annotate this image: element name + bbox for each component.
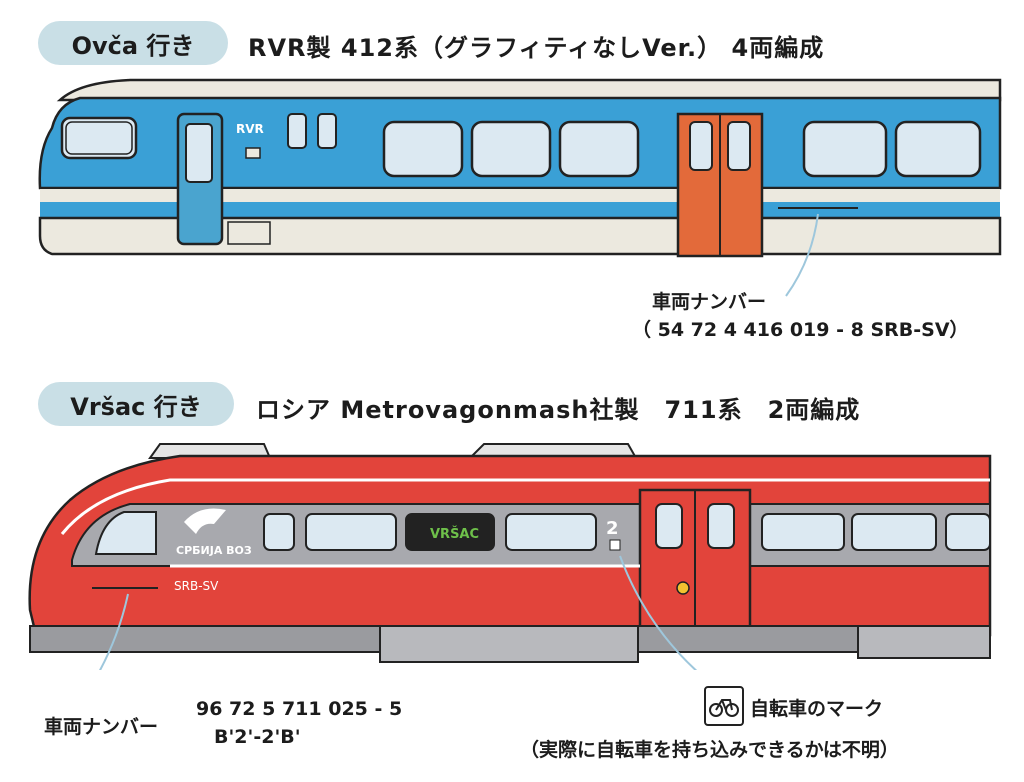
train-711-illustration: СРБИЈА ВОЗ VRŠAC 2 SRB-SV: [28, 443, 992, 670]
operator-name: СРБИЈА ВОЗ: [176, 544, 252, 557]
train2-heading: ロシア Metrovagonmash社製 711系 2両編成: [256, 396, 861, 424]
train2-number-label: 車両ナンバー: [44, 716, 159, 738]
destination-pill-vrsac: Vršac 行き: [38, 382, 234, 426]
bike-mark-note: （実際に自転車を持ち込みできるかは不明）: [520, 739, 899, 761]
bike-mark-label: 自転車のマーク: [750, 698, 884, 720]
destination-display: VRŠAC: [430, 526, 479, 542]
destination-label: Ovča 行き: [71, 31, 195, 60]
train1-number-value: （ 54 72 4 416 019 - 8 SRB-SV）: [632, 319, 969, 341]
rvr-logo: RVR: [236, 122, 264, 136]
train2-number-value: 96 72 5 711 025 - 5: [196, 698, 403, 720]
train1-number-label: 車両ナンバー: [652, 291, 767, 313]
srbija-voz-logo-icon: [184, 508, 226, 534]
destination-pill-ovca: Ovča 行き: [38, 21, 228, 65]
bicycle-icon: [704, 686, 744, 726]
train1-heading: RVR製 412系（グラフィティなしVer.） 4両編成: [248, 34, 825, 62]
destination-label: Vršac 行き: [70, 392, 202, 421]
class-mark: 2: [606, 518, 619, 539]
train2-axle-arrangement: B'2'-2'B': [214, 726, 301, 748]
train-412-illustration: RVR: [38, 78, 1002, 297]
owner-code: SRB-SV: [174, 579, 219, 593]
